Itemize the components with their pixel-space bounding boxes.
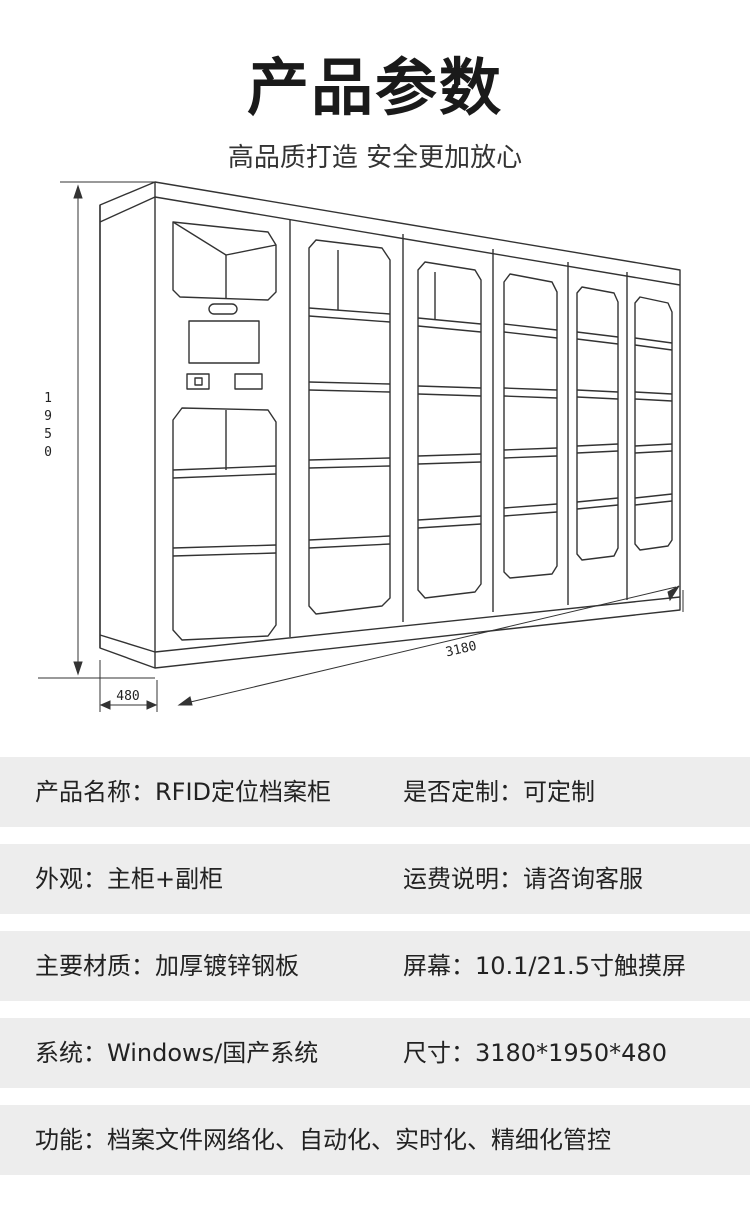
spec-material: 主要材质：加厚镀锌钢板 (35, 952, 299, 980)
spec-row: 系统：Windows/国产系统 尺寸：3180*1950*480 (0, 1018, 750, 1088)
svg-text:9: 9 (44, 409, 52, 424)
spec-row: 产品名称：RFID定位档案柜 是否定制：可定制 (0, 757, 750, 827)
spec-size: 尺寸：3180*1950*480 (403, 1039, 667, 1067)
spec-screen: 屏幕：10.1/21.5寸触摸屏 (403, 952, 686, 980)
page-subtitle: 高品质打造 安全更加放心 (227, 143, 523, 173)
spec-row: 主要材质：加厚镀锌钢板 屏幕：10.1/21.5寸触摸屏 (0, 931, 750, 1001)
height-dimension: 1 9 5 0 (44, 391, 52, 460)
spec-product-name: 产品名称：RFID定位档案柜 (35, 778, 332, 806)
depth-dimension-label: 480 (116, 689, 139, 704)
spec-customizable: 是否定制：可定制 (403, 778, 595, 806)
spec-appearance: 外观：主柜+副柜 (35, 865, 224, 893)
svg-text:5: 5 (44, 427, 52, 442)
spec-system: 系统：Windows/国产系统 (35, 1039, 319, 1067)
spec-row: 外观：主柜+副柜 运费说明：请咨询客服 (0, 844, 750, 914)
svg-text:1: 1 (44, 391, 52, 406)
cabinet-line-drawing: 1 9 5 0 480 3180 (38, 181, 684, 712)
svg-text:0: 0 (44, 445, 52, 460)
spec-row: 功能：档案文件网络化、自动化、实时化、精细化管控 (0, 1105, 750, 1175)
width-dimension-label: 3180 (444, 639, 478, 661)
spec-shipping: 运费说明：请咨询客服 (403, 865, 643, 893)
page-title: 产品参数 (246, 51, 503, 124)
spec-function: 功能：档案文件网络化、自动化、实时化、精细化管控 (35, 1126, 611, 1154)
